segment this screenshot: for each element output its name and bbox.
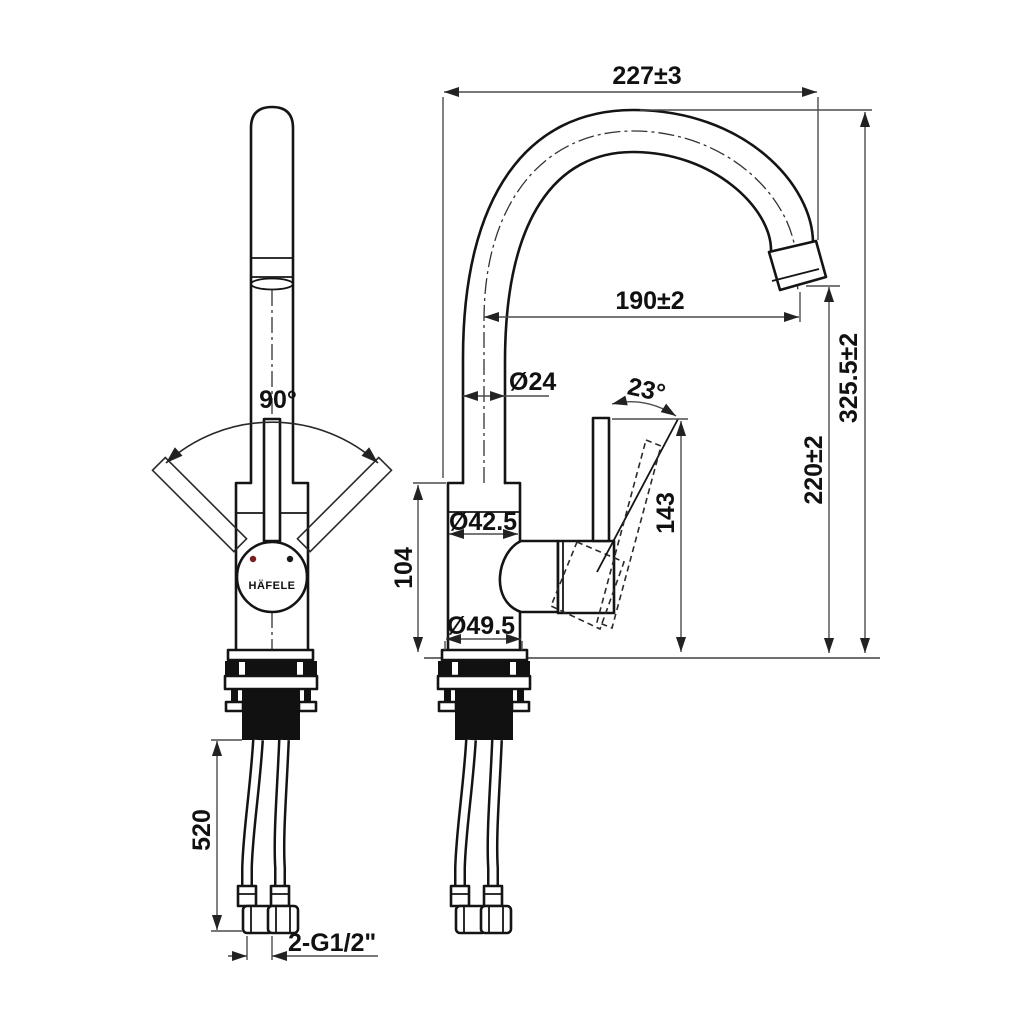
dim-spout-tube-diameter-group: Ø24 — [463, 368, 556, 402]
dim-body-diameter: Ø42.5 — [449, 508, 517, 536]
dim-body-diameter-group: Ø42.5 — [449, 508, 518, 540]
dim-overall-height: 325.5±2 — [835, 333, 863, 423]
front-handle-tilt-right — [296, 456, 393, 553]
side-underdeck-assembly — [436, 661, 532, 935]
cold-indicator-dot — [286, 555, 294, 563]
hot-indicator-dot — [249, 555, 257, 563]
dim-spout-reach: 190±2 — [615, 287, 684, 315]
dim-base-diameter: Ø49.5 — [447, 612, 515, 640]
dim-hose-length: 520 — [188, 809, 216, 851]
side-handle-tilt-line — [596, 418, 679, 573]
front-base-plate — [226, 648, 315, 662]
dim-overall-width: 227±3 — [612, 62, 681, 90]
dim-body-height: 104 — [390, 547, 418, 589]
side-handle-lever-vertical — [591, 416, 611, 543]
side-outlet-face-line — [771, 268, 820, 282]
front-threaded-shank — [242, 689, 300, 740]
side-base-plate — [440, 648, 529, 662]
dim-overall-height-group: 325.5±2 — [640, 109, 872, 653]
brand-logo: HÄFELE — [249, 579, 296, 592]
dim-spout-outlet-height: 220±2 — [800, 435, 828, 504]
side-handle-angle-arc — [611, 395, 677, 417]
dim-handle-tip-height-group: 143 — [612, 418, 688, 652]
dim-connection-thread: 2-G1/2" — [288, 929, 376, 957]
front-underdeck-assembly — [223, 661, 319, 935]
side-threaded-shank — [455, 689, 513, 740]
front-view: 90° HÄFELE — [151, 105, 393, 962]
side-joint-dome — [498, 539, 560, 614]
front-logo-sphere — [235, 540, 309, 614]
dim-handle-tip-height: 143 — [652, 492, 680, 534]
dim-connection-group: 2-G1/2" — [228, 929, 378, 962]
dim-base-diameter-group: Ø49.5 — [444, 612, 523, 650]
dim-overall-width-group: 227±3 — [442, 62, 819, 478]
front-tube-joint-ellipse — [250, 277, 294, 291]
front-body — [234, 481, 310, 652]
dim-spout-reach-group: 190±2 — [484, 287, 801, 323]
side-hose-nut-right — [479, 904, 513, 935]
dim-hose-length-group: 520 — [188, 739, 243, 932]
side-spout-centerline — [483, 130, 799, 483]
side-handle-lever-dashed — [596, 438, 662, 630]
front-handle-lever — [262, 417, 282, 543]
dim-swivel-angle: 90° — [259, 386, 297, 414]
side-spout-outlet — [767, 239, 828, 292]
front-handle-tilt-left — [151, 456, 248, 553]
dim-spout-tube-diameter: Ø24 — [509, 368, 556, 396]
side-view: 23° — [390, 62, 880, 935]
front-swivel-arc — [165, 421, 379, 464]
dim-body-height-group: 104 — [390, 482, 446, 652]
side-spout-inner — [503, 150, 773, 485]
side-handle-housing — [556, 539, 616, 615]
side-housing-tilted-dashed — [549, 540, 626, 631]
side-spout-outer — [461, 108, 815, 485]
dim-spout-outlet-height-group: 220±2 — [800, 285, 840, 653]
